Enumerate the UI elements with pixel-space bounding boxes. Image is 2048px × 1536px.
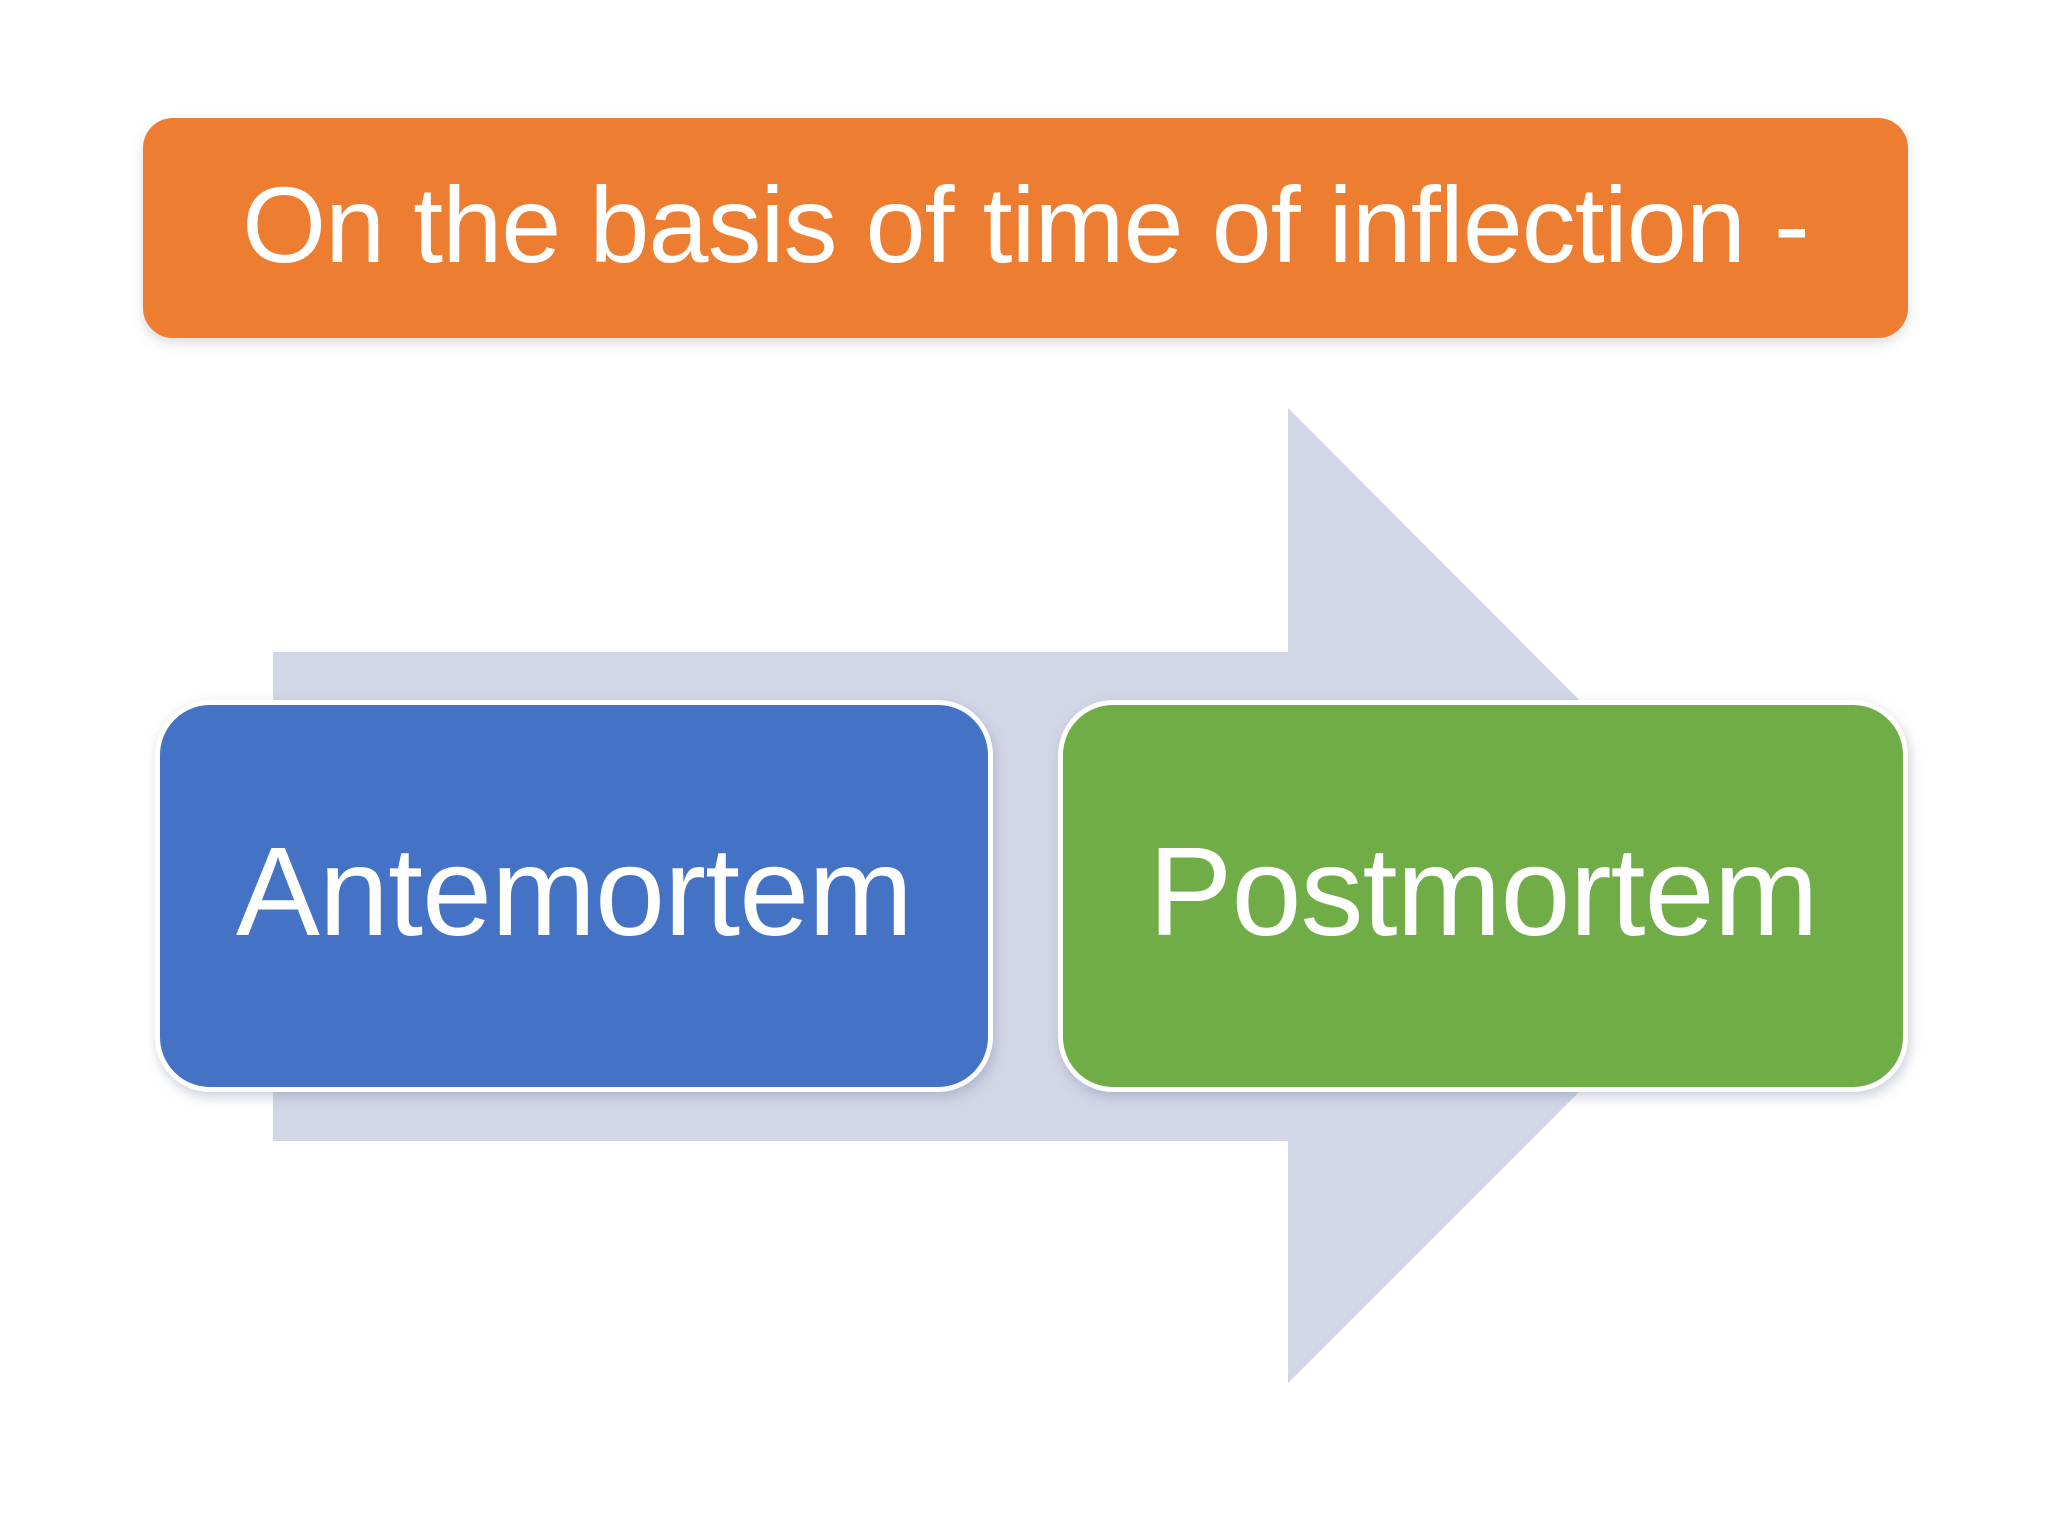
postmortem-label: Postmortem: [1148, 821, 1818, 962]
title-banner: On the basis of time of inflection -: [143, 118, 1908, 338]
right-arrow-shape: [273, 408, 1775, 1383]
antemortem-box: Antemortem: [155, 700, 993, 1092]
antemortem-label: Antemortem: [235, 821, 913, 962]
postmortem-box: Postmortem: [1058, 700, 1908, 1092]
title-text: On the basis of time of inflection -: [242, 164, 1810, 285]
